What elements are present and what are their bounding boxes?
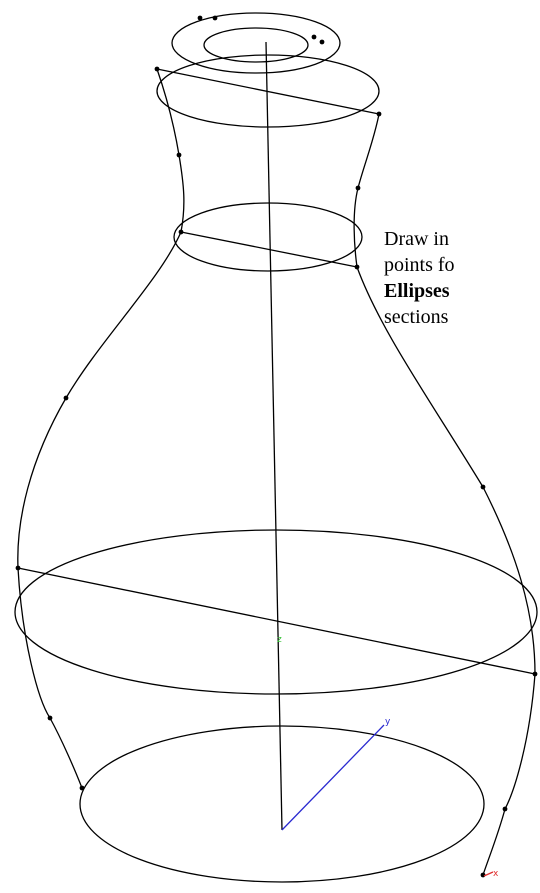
y-axis-label: y: [385, 717, 391, 727]
control-points: [15, 15, 538, 878]
base-ellipse: [79, 725, 485, 883]
control-point: [15, 565, 21, 571]
control-point: [480, 484, 486, 490]
instruction-caption: Draw in points fo Ellipses sections: [384, 226, 540, 330]
control-point: [154, 66, 160, 72]
caption-bold-term: Ellipses: [384, 280, 450, 302]
caption-line-2: points fo: [384, 254, 455, 276]
left-profile-curve: [17, 68, 185, 789]
control-point: [197, 15, 203, 21]
caption-line-4: sections: [384, 306, 449, 328]
control-point: [376, 111, 382, 117]
control-point: [79, 785, 85, 791]
control-point: [63, 395, 69, 401]
control-point: [354, 264, 360, 270]
control-point: [532, 671, 538, 677]
x-axis-label: x: [493, 869, 499, 879]
control-point: [47, 715, 53, 721]
belly-diameter-line: [17, 567, 536, 675]
control-point: [176, 152, 182, 158]
top-inner-ellipse: [203, 27, 309, 63]
lip-diameter-line: [156, 68, 380, 115]
control-point: [311, 34, 317, 40]
z-axis-line: [265, 41, 283, 831]
control-point: [502, 806, 508, 812]
control-point: [178, 229, 184, 235]
neck-ellipse: [173, 202, 363, 272]
control-point: [319, 39, 325, 45]
caption-line-1: Draw in: [384, 228, 449, 250]
top-rim-ellipse: [171, 12, 341, 74]
y-axis-line: [281, 724, 385, 831]
caption-line-3: Ellipses: [384, 278, 540, 304]
z-axis-label: z: [277, 635, 282, 645]
control-point: [212, 15, 218, 21]
neck-diameter-line: [180, 231, 358, 268]
control-point: [355, 185, 361, 191]
x-axis-line: [483, 871, 494, 877]
